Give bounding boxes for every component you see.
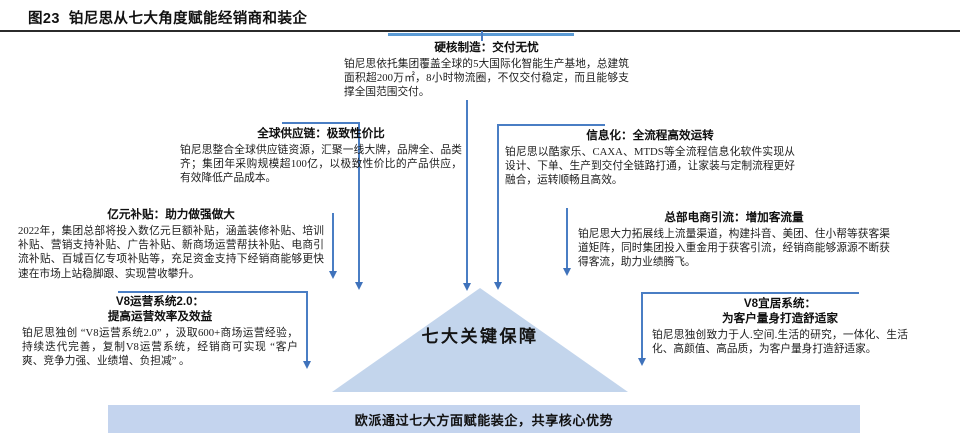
block-v8-livable-system: V8宜居系统： 为客户量身打造舒适家 铂尼思独创致力于人.空间.生活的研究，一体… <box>652 296 908 356</box>
connector-h-informatization <box>497 124 605 126</box>
block-hardcore-manufacturing: 硬核制造：交付无忧 铂尼思依托集团覆盖全球的5大国际化智能生产基地，总建筑面积超… <box>344 40 629 100</box>
block-informatization: 信息化：全流程高效运转 铂尼思以酷家乐、CAXA、MTDS等全流程信息化软件实现… <box>505 128 795 188</box>
connector-v-informatization <box>497 124 499 200</box>
connector-v-v8-operating <box>306 291 308 363</box>
bottom-banner-text: 欧派通过七大方面赋能装企，共享核心优势 <box>354 412 614 428</box>
arrow-subsidy <box>329 271 337 279</box>
arrow-v8-operating <box>303 361 311 369</box>
block-body: 铂尼思依托集团覆盖全球的5大国际化智能生产基地，总建筑面积超200万㎡，8小时物… <box>344 58 629 99</box>
triangle-label: 七大关键保障 <box>421 327 539 346</box>
block-heading: 亿元补贴：助力做强做大 <box>107 208 235 221</box>
connector-v-supply-chain <box>358 122 360 194</box>
block-hq-ecommerce-traffic: 总部电商引流：增加客流量 铂尼思大力拓展线上流量渠道，构建抖音、美团、住小帮等获… <box>578 210 890 270</box>
connector-v-subsidy <box>332 213 334 273</box>
block-heading: 总部电商引流：增加客流量 <box>664 211 804 224</box>
figure-number: 图23 <box>28 11 60 27</box>
arrow-center-right <box>494 282 502 290</box>
block-body: 铂尼思独创 “V8运营系统2.0” ，汲取600+商场运营经验，持续迭代完善，复… <box>22 327 298 368</box>
block-global-supply-chain: 全球供应链：极致性价比 铂尼思整合全球供应链资源，汇聚一线大牌，品牌全、品类齐；… <box>180 126 462 186</box>
block-body: 铂尼思以酷家乐、CAXA、MTDS等全流程信息化软件实现从设计、下单、生产到交付… <box>505 146 795 187</box>
block-body: 铂尼思整合全球供应链资源，汇聚一线大牌，品牌全、品类齐；集团年采购规模超100亿… <box>180 144 462 185</box>
connector-v-ecommerce <box>566 208 568 270</box>
block-heading-line2: 为客户量身打造舒适家 <box>722 312 838 325</box>
block-body: 2022年，集团总部将投入数亿元巨额补贴，涵盖装修补贴、培训补贴、营销支持补贴、… <box>18 225 324 280</box>
connector-v-left-inner <box>358 194 360 284</box>
connector-stub-top <box>481 31 483 41</box>
figure-title-text: 铂尼思从七大角度赋能经销商和装企 <box>68 11 308 27</box>
block-heading-line1: V8运营系统2.0： <box>115 295 205 308</box>
bottom-banner: 欧派通过七大方面赋能装企，共享核心优势 <box>108 405 860 433</box>
block-heading: 信息化：全流程高效运转 <box>586 129 714 142</box>
title-divider <box>0 30 960 32</box>
arrow-center-left <box>463 283 471 291</box>
block-body: 铂尼思大力拓展线上流量渠道，构建抖音、美团、住小帮等获客渠道矩阵，同时集团投入重… <box>578 228 890 269</box>
arrow-ecommerce <box>563 268 571 276</box>
connector-v-center-left <box>466 100 468 285</box>
block-body: 铂尼思独创致力于人.空间.生活的研究，一体化、生活化、高颜值、高品质，为客户量身… <box>652 329 908 356</box>
block-heading-line1: V8宜居系统： <box>743 297 817 310</box>
connector-h-supply-chain <box>282 122 360 124</box>
block-billion-subsidy: 亿元补贴：助力做强做大 2022年，集团总部将投入数亿元巨额补贴，涵盖装修补贴、… <box>18 207 324 281</box>
arrow-v8-livable <box>638 358 646 366</box>
connector-h-v8-livable <box>641 292 859 294</box>
central-triangle <box>332 288 628 392</box>
connector-v-v8-livable <box>641 292 643 360</box>
figure-title: 图23 铂尼思从七大角度赋能经销商和装企 <box>28 7 307 28</box>
block-heading: 硬核制造：交付无忧 <box>434 41 539 54</box>
connector-h-v8-operating <box>118 291 308 293</box>
connector-v-center-right <box>497 200 499 284</box>
block-heading: 全球供应链：极致性价比 <box>257 127 385 140</box>
block-v8-operating-system: V8运营系统2.0： 提高运营效率及效益 铂尼思独创 “V8运营系统2.0” ，… <box>22 294 298 369</box>
block-heading-line2: 提高运营效率及效益 <box>107 310 213 323</box>
arrow-left-inner <box>355 282 363 290</box>
